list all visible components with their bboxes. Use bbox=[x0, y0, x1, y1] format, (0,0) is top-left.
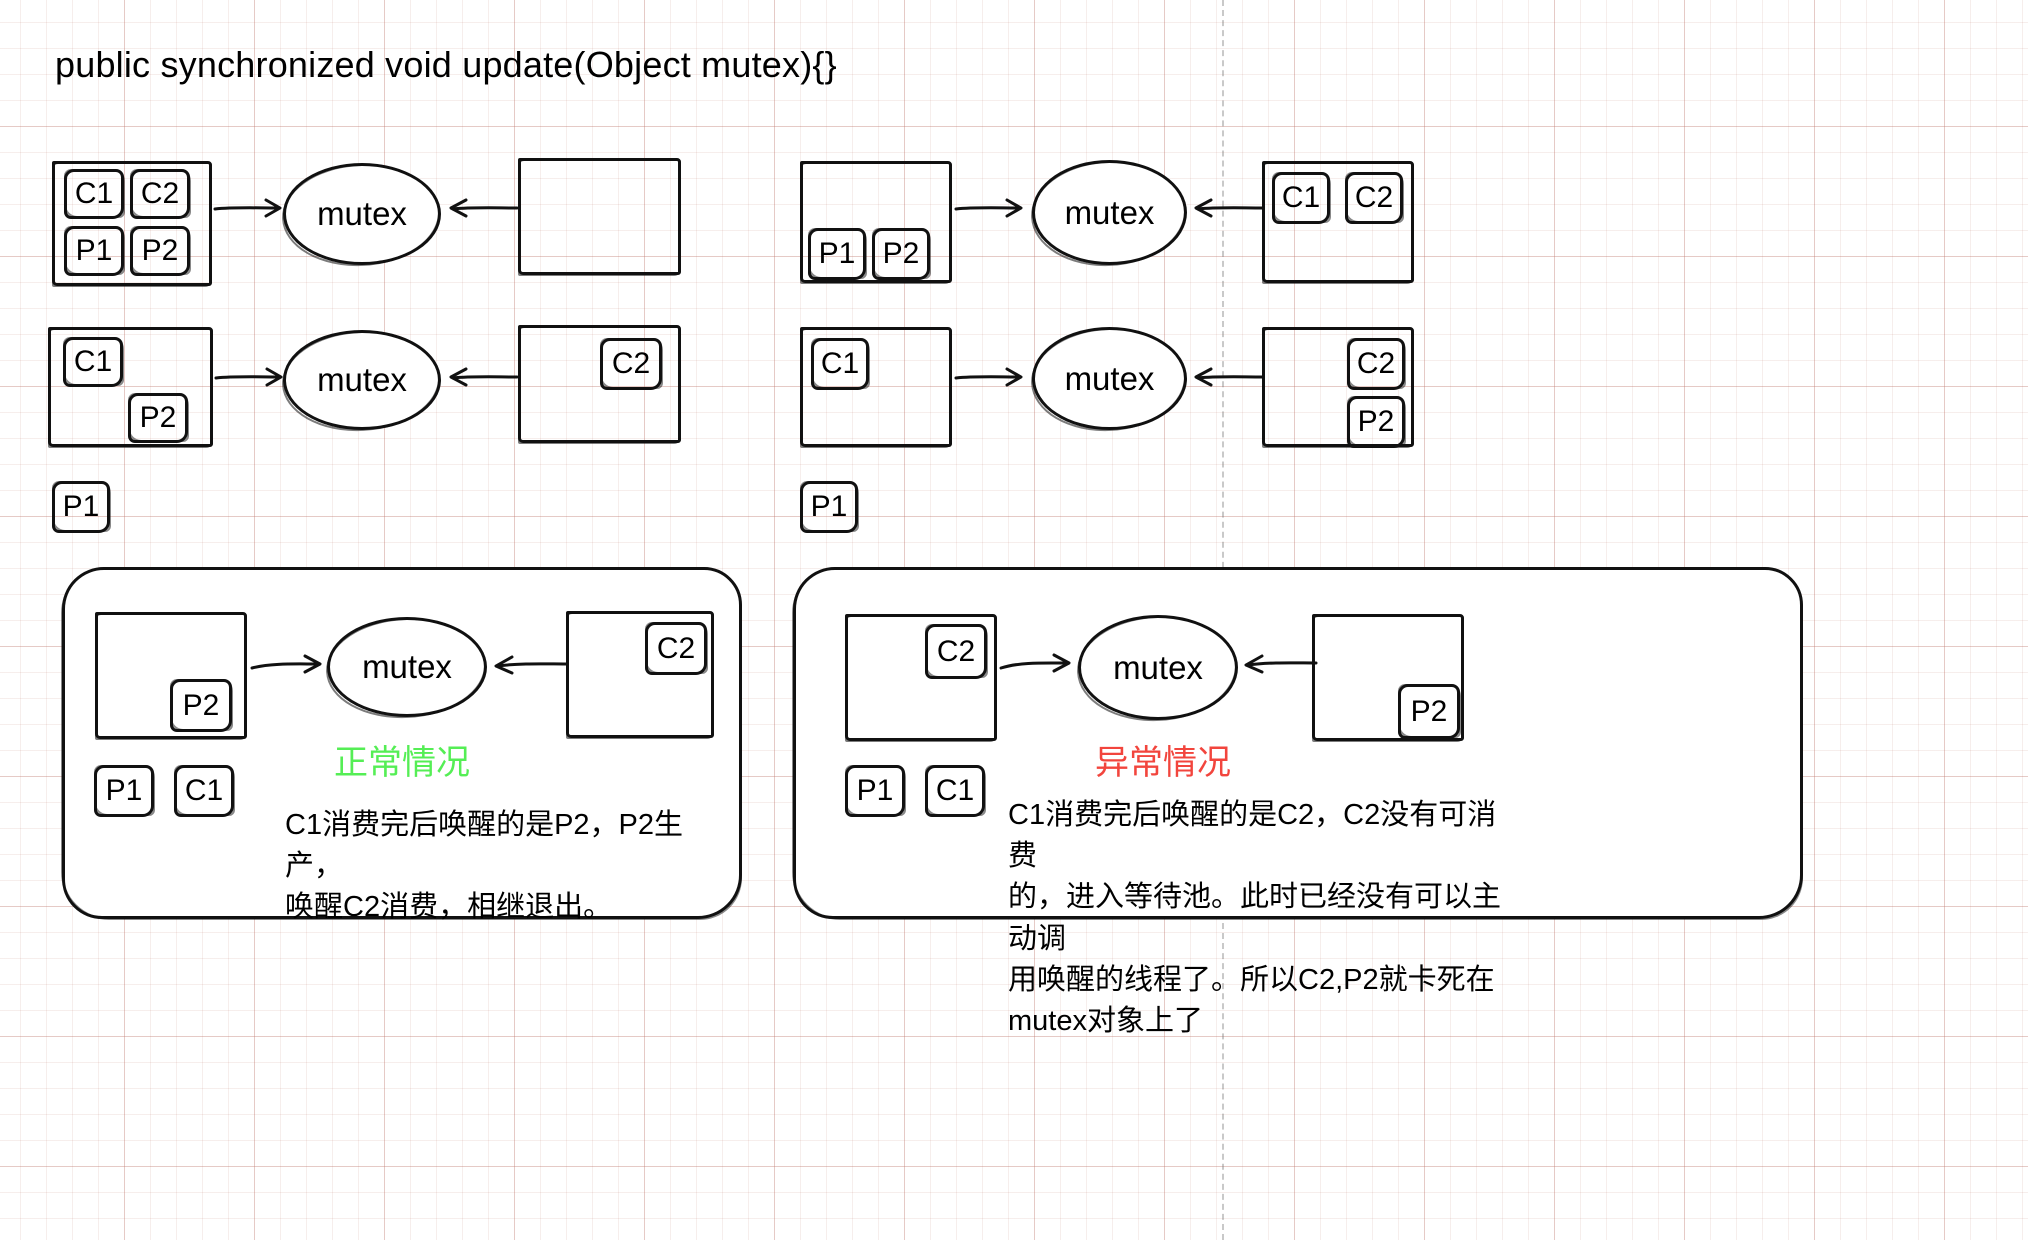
token-c1-waiting: C1 bbox=[174, 765, 235, 817]
mutex-label: mutex bbox=[362, 648, 452, 685]
mutex-node-right-row1: mutex bbox=[1032, 160, 1187, 265]
mutex-label: mutex bbox=[1113, 648, 1203, 686]
mutex-node-panel-abnormal: mutex bbox=[1078, 615, 1238, 720]
page-title: public synchronized void update(Object m… bbox=[55, 44, 837, 85]
arrow-panel-normal-out bbox=[490, 653, 568, 677]
description-normal: C1消费完后唤醒的是P2，P2生产， 唤醒C2消费，相继退出。 bbox=[285, 809, 684, 924]
mutex-label: mutex bbox=[1064, 193, 1155, 231]
token-c2: C2 bbox=[1345, 172, 1404, 224]
mutex-node-left-row2: mutex bbox=[283, 330, 441, 430]
arrow-left-row1-out bbox=[445, 196, 519, 220]
token-p2: P2 bbox=[1347, 396, 1406, 448]
token-c1: C1 bbox=[1272, 172, 1331, 224]
arrow-left-row1-in bbox=[213, 196, 286, 220]
token-p2: P2 bbox=[872, 228, 931, 280]
mutex-node-left-row1: mutex bbox=[283, 163, 441, 265]
token-p1-loose-left: P1 bbox=[52, 481, 111, 533]
token-p2: P2 bbox=[130, 226, 191, 276]
left-row1-empty-box bbox=[518, 158, 681, 276]
arrow-right-row2-out bbox=[1190, 365, 1264, 389]
mutex-label: mutex bbox=[317, 361, 407, 398]
caption-normal: 正常情况 bbox=[334, 744, 470, 782]
token-p1-waiting: P1 bbox=[94, 765, 155, 817]
token-c1: C1 bbox=[63, 337, 124, 387]
arrow-panel-abnormal-in bbox=[999, 652, 1076, 676]
token-p2: P2 bbox=[170, 679, 233, 732]
mutex-label: mutex bbox=[317, 195, 407, 232]
mutex-node-right-row2: mutex bbox=[1032, 327, 1187, 430]
token-c2: C2 bbox=[925, 624, 988, 679]
token-p1-loose-right: P1 bbox=[800, 481, 859, 533]
caption-abnormal: 异常情况 bbox=[1095, 744, 1231, 782]
arrow-left-row2-in bbox=[214, 365, 287, 389]
token-p1: P1 bbox=[64, 226, 125, 276]
token-p2: P2 bbox=[1398, 684, 1461, 739]
token-c1-waiting: C1 bbox=[925, 765, 986, 817]
arrow-panel-abnormal-out bbox=[1240, 652, 1318, 676]
mutex-label: mutex bbox=[1064, 359, 1155, 397]
token-c2: C2 bbox=[130, 169, 191, 219]
token-c1: C1 bbox=[811, 338, 870, 390]
token-c2: C2 bbox=[1347, 338, 1406, 390]
arrow-left-row2-out bbox=[445, 365, 519, 389]
arrow-right-row1-out bbox=[1190, 196, 1264, 220]
token-p1: P1 bbox=[808, 228, 867, 280]
token-p1-waiting: P1 bbox=[845, 765, 906, 817]
mutex-node-panel-normal: mutex bbox=[327, 617, 487, 717]
token-c1: C1 bbox=[64, 169, 125, 219]
arrow-right-row2-in bbox=[954, 365, 1027, 389]
arrow-right-row1-in bbox=[954, 196, 1027, 220]
token-p2: P2 bbox=[128, 393, 189, 443]
token-c2: C2 bbox=[645, 622, 708, 675]
token-c2: C2 bbox=[600, 338, 663, 390]
description-abnormal: C1消费完后唤醒的是C2，C2没有可消费 的，进入等待池。此时已经没有可以主动调… bbox=[1008, 799, 1502, 1037]
arrow-panel-normal-in bbox=[250, 653, 327, 677]
